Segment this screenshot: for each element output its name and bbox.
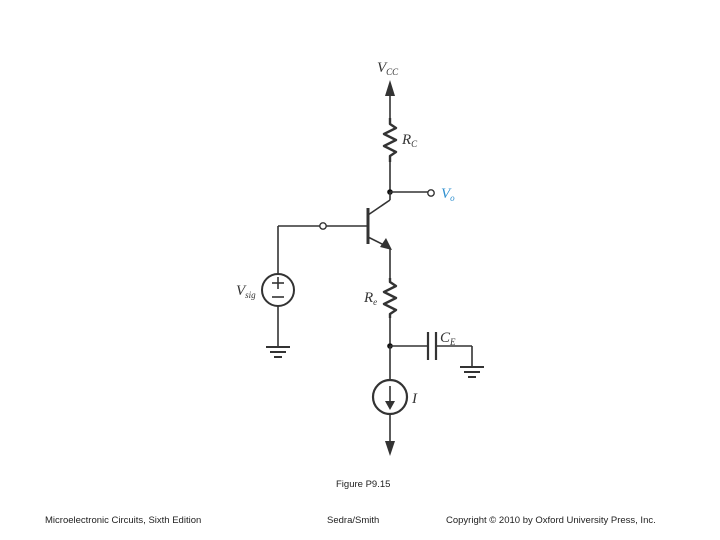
base-terminal [319,222,327,230]
re-label: Re [363,290,377,307]
vcc-arrow [385,80,395,118]
rc-label: RC [401,132,418,149]
ground-icon-left [266,346,290,358]
output-terminal [427,189,435,197]
footer-copyright: Copyright © 2010 by Oxford University Pr… [446,515,656,526]
current-source [371,378,409,416]
bjt-transistor [366,192,392,278]
vo-label: Vo [441,186,455,203]
emitter-resistor [382,278,398,318]
i-label: I [411,391,418,407]
down-arrow [385,414,395,456]
bypass-capacitor [426,332,438,360]
vsig-source [261,273,295,307]
vcc-label: VCC [377,60,399,77]
ground-icon-right [460,366,484,378]
ce-label: CE [440,330,456,347]
footer-authors: Sedra/Smith [327,515,380,526]
vsig-label: Vsig [236,283,256,300]
footer-book-title: Microelectronic Circuits, Sixth Edition [45,515,202,526]
figure-caption: Figure P9.15 [336,479,391,490]
collector-resistor [382,118,398,162]
